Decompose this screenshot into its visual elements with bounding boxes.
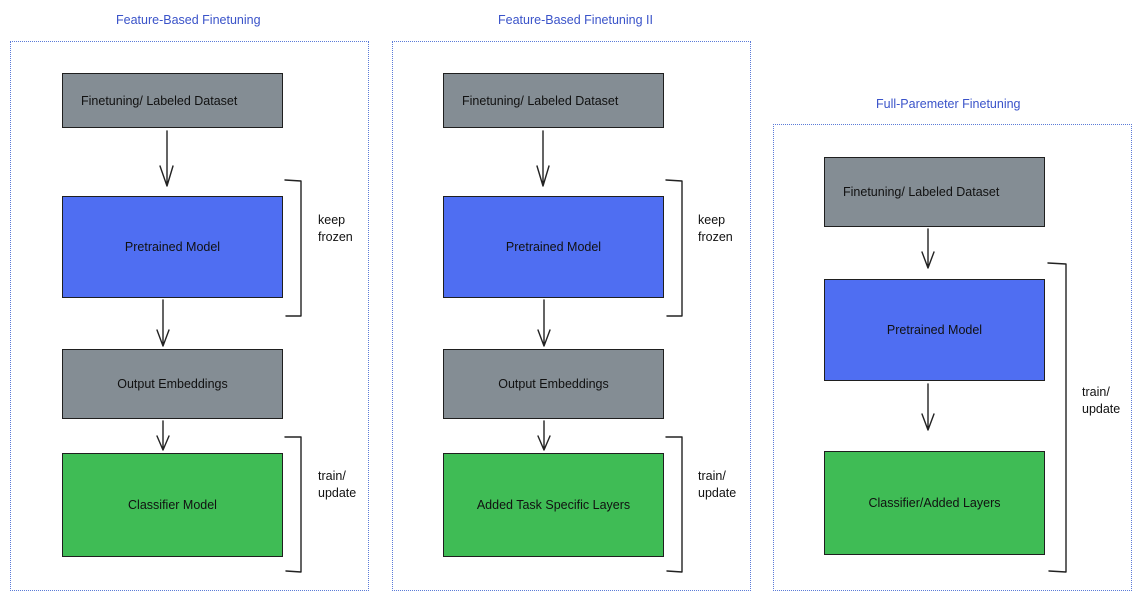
panel-3-dataset-box: Finetuning/ Labeled Dataset (824, 157, 1045, 227)
panel-1-keep-frozen-text: keep frozen (318, 213, 353, 244)
panel-1-train-update-text: train/ update (318, 469, 357, 500)
panel-1-train-update-note: train/ update (318, 468, 356, 502)
panel-2-keep-frozen-text: keep frozen (698, 213, 733, 244)
panel-2-arrow-1 (536, 130, 550, 187)
panel-3-train-bracket (1047, 262, 1067, 573)
panel-1-title: Feature-Based Finetuning (116, 13, 261, 27)
panel-2-frame (392, 41, 751, 591)
panel-1-arrow-2 (156, 299, 170, 347)
panel-2-train-update-text: train/ update (698, 469, 737, 500)
panel-3-train-update-text: train/ update (1082, 385, 1121, 416)
panel-1-train-bracket (284, 436, 302, 573)
panel-1-arrow-1 (159, 130, 174, 187)
panel-1-arrow-3 (156, 420, 170, 451)
panel-1-dataset-box: Finetuning/ Labeled Dataset (62, 73, 283, 128)
panel-2-title: Feature-Based Finetuning II (498, 13, 653, 27)
panel-3-arrow-1 (921, 228, 935, 269)
panel-1-output-embeddings-box: Output Embeddings (62, 349, 283, 419)
panel-1-classifier-model-box: Classifier Model (62, 453, 283, 557)
panel-3-pretrained-model-box: Pretrained Model (824, 279, 1045, 381)
panel-2-task-layers-box: Added Task Specific Layers (443, 453, 664, 557)
panel-2-dataset-box: Finetuning/ Labeled Dataset (443, 73, 664, 128)
panel-2-output-embeddings-box: Output Embeddings (443, 349, 664, 419)
panel-2-arrow-3 (537, 420, 551, 451)
panel-3-train-update-note: train/ update (1082, 384, 1120, 418)
panel-2-frozen-bracket (665, 179, 683, 317)
panel-2-keep-frozen-note: keep frozen (698, 212, 733, 246)
panel-1-keep-frozen-note: keep frozen (318, 212, 353, 246)
panel-1-frame (10, 41, 369, 591)
panel-2-train-update-note: train/ update (698, 468, 736, 502)
panel-3-arrow-2 (921, 383, 935, 431)
panel-3-classifier-layers-box: Classifier/Added Layers (824, 451, 1045, 555)
panel-3-title: Full-Paremeter Finetuning (876, 97, 1021, 111)
panel-1-pretrained-model-box: Pretrained Model (62, 196, 283, 298)
panel-1-frozen-bracket (284, 179, 302, 317)
panel-2-pretrained-model-box: Pretrained Model (443, 196, 664, 298)
panel-2-arrow-2 (537, 299, 551, 347)
panel-2-train-bracket (665, 436, 683, 573)
panel-3-frame (773, 124, 1132, 591)
